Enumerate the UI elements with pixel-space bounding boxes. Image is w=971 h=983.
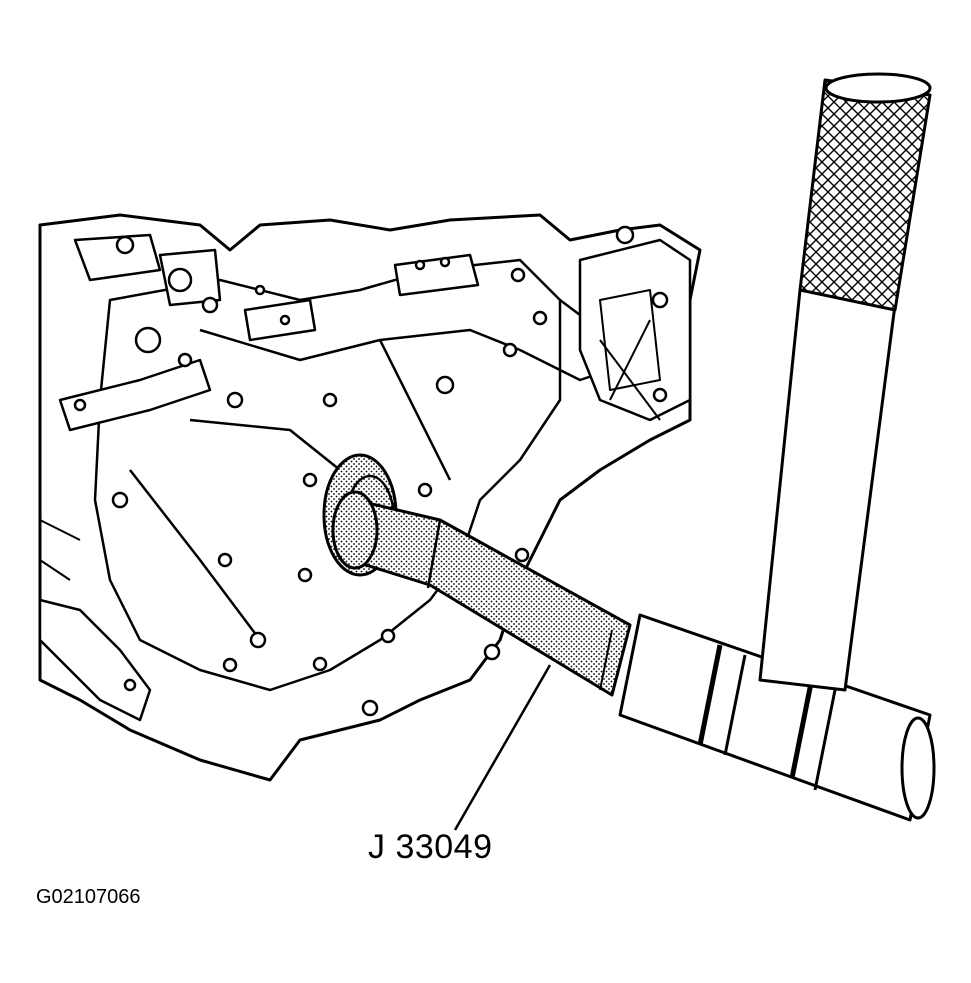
seal-installer-tool (322, 72, 936, 822)
figure-id-label: G02107066 (36, 886, 141, 908)
bolt-holes (73, 225, 669, 717)
tool-callout-label: J 33049 (368, 828, 493, 866)
callout-leader-line (453, 664, 552, 831)
